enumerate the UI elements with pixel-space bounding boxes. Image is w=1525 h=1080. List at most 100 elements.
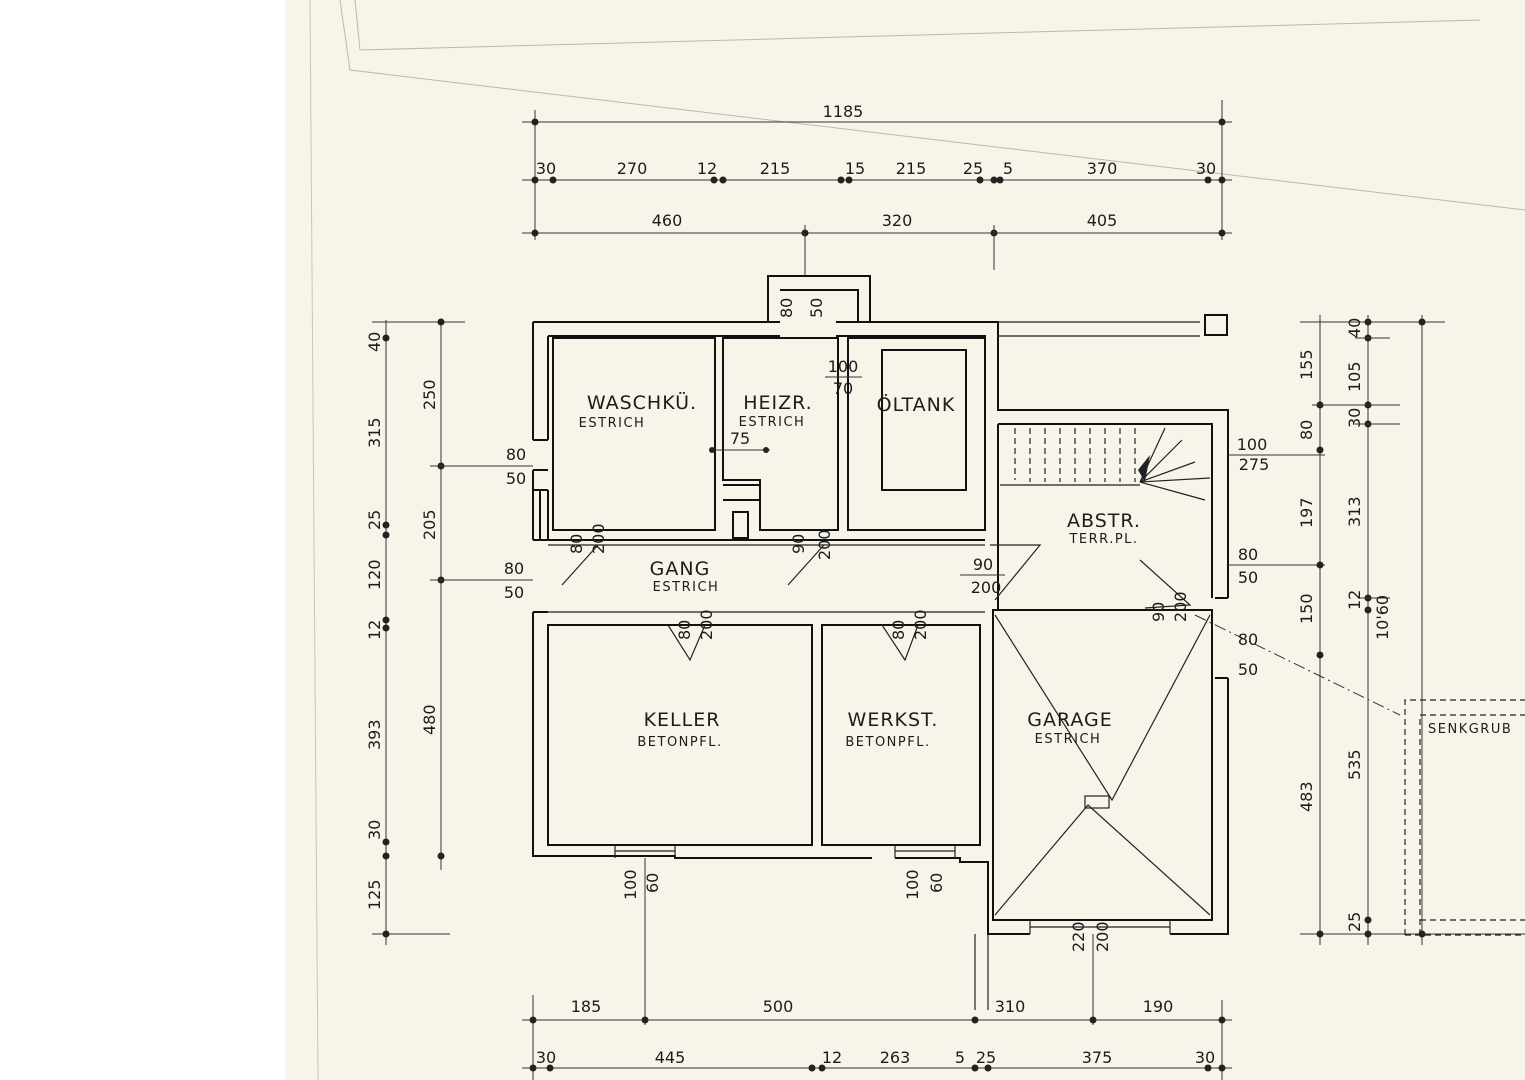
dimension-label: 75 — [730, 429, 750, 448]
dimension-label: 200 — [1093, 921, 1112, 952]
dim-left-inner: 250 205 480 — [420, 379, 439, 735]
overlay-sheet-edge — [339, 0, 1525, 211]
dimension-label: 50 — [504, 583, 524, 602]
top-dimensions — [522, 100, 1232, 275]
dimension-label: 12 — [822, 1048, 842, 1067]
dimension-label: 50 — [1238, 660, 1258, 679]
dimension-label: 215 — [760, 159, 791, 178]
senkgrube — [1404, 699, 1525, 936]
senkgrube-label: SENKGRUB — [1428, 722, 1512, 737]
dim-right-inner: 155 80 197 150 483 — [1297, 349, 1316, 812]
dimension-label: 100 — [828, 357, 859, 376]
walls — [532, 275, 1229, 1010]
dimension-label: 50 — [1238, 568, 1258, 587]
dimension-label: 100 — [1237, 435, 1268, 454]
dimension-label: 80 — [506, 445, 526, 464]
dim-right-total: 10'60 — [1373, 595, 1392, 640]
dimension-label: 90 — [789, 534, 808, 554]
dimension-label: 50 — [506, 469, 526, 488]
dimension-label: 250 — [420, 379, 439, 410]
dim-top-row2: 460 320 405 — [652, 211, 1118, 230]
room-werkst-name: WERKST. — [848, 709, 939, 731]
dimension-label: 215 — [896, 159, 927, 178]
dimension-label: 80 — [777, 298, 796, 318]
dimension-label: 155 — [1297, 349, 1316, 380]
overlay-sheet-edge-inner — [354, 0, 1481, 51]
dimension-label: 150 — [1297, 593, 1316, 624]
dimension-label: 370 — [1087, 159, 1118, 178]
dimension-label: 25 — [1345, 912, 1364, 932]
dim-left-outer: 40 315 25 120 12 393 30 125 — [365, 332, 384, 910]
room-heizr-floor: ESTRICH — [739, 415, 806, 430]
dimension-label: 200 — [971, 578, 1002, 597]
room-waschku-name: WASCHKÜ. — [587, 391, 697, 414]
room-keller-floor: BETONPFL. — [637, 735, 722, 750]
room-heizr-name: HEIZR. — [743, 392, 812, 414]
dim-right-outer: 40 105 30 313 12 535 25 — [1345, 318, 1364, 932]
dimension-label: 5 — [1003, 159, 1013, 178]
dimension-label: 190 — [1143, 997, 1174, 1016]
room-garage-floor: ESTRICH — [1035, 732, 1102, 747]
dimension-label: 263 — [880, 1048, 911, 1067]
dimension-label: 80 — [889, 620, 908, 640]
dimension-label: 320 — [882, 211, 913, 230]
dimension-label: 375 — [1082, 1048, 1113, 1067]
dimension-label: 445 — [655, 1048, 686, 1067]
dimension-label: 12 — [365, 620, 384, 640]
dimension-label: 80 — [1238, 630, 1258, 649]
dimension-label: 205 — [420, 509, 439, 540]
fold-line — [309, 0, 319, 1080]
dimension-label: 90 — [973, 555, 993, 574]
dimension-label: 197 — [1297, 497, 1316, 528]
dimension-label: 405 — [1087, 211, 1118, 230]
dimension-label: 40 — [365, 332, 384, 352]
dimension-label: 60 — [927, 873, 946, 893]
dimension-label: 12 — [1345, 590, 1364, 610]
dimension-label: 120 — [365, 559, 384, 590]
dimension-label: 60 — [643, 873, 662, 893]
dimension-label: 275 — [1239, 455, 1270, 474]
dimension-label: 30 — [1345, 408, 1364, 428]
dimension-label: 200 — [697, 609, 716, 640]
door-swings — [561, 544, 1401, 916]
dimension-label: 200 — [589, 523, 608, 554]
dimension-label: 315 — [365, 417, 384, 448]
room-abstr-floor: TERR.PL. — [1068, 532, 1138, 547]
dimension-label: 80 — [504, 559, 524, 578]
right-dimensions — [1300, 315, 1525, 945]
dimension-label: 200 — [911, 609, 930, 640]
room-waschku-floor: ESTRICH — [579, 416, 646, 431]
dimension-label: 80 — [1297, 420, 1316, 440]
dimension-label: 313 — [1345, 496, 1364, 527]
room-gang-name: GANG — [650, 558, 711, 580]
dimension-label: 50 — [807, 298, 826, 318]
dimension-label: 185 — [571, 997, 602, 1016]
dimension-label: 30 — [536, 159, 556, 178]
dim-top-row1: 30 270 12 215 15 215 25 5 370 30 — [536, 159, 1216, 178]
dimension-label: 500 — [763, 997, 794, 1016]
dimension-label: 200 — [815, 529, 834, 560]
room-abstr-name: ABSTR. — [1067, 510, 1141, 532]
staircase — [1000, 427, 1211, 501]
opening-dims: 80 50 100 70 75 80 50 80 50 80 200 90 20… — [498, 298, 1325, 1025]
dim-bottom-row1: 185 500 310 190 — [571, 997, 1174, 1016]
bottom-dimensions — [522, 995, 1232, 1080]
dimension-label: 40 — [1345, 318, 1364, 338]
dimension-label: 270 — [617, 159, 648, 178]
dimension-label: 393 — [365, 719, 384, 750]
dimension-label: 220 — [1069, 921, 1088, 952]
dimension-label: 70 — [833, 379, 853, 398]
dimension-label: 80 — [567, 534, 586, 554]
dim-bottom-row2: 30 445 12 263 5 25 375 30 — [536, 1048, 1215, 1067]
dimension-label: 200 — [1171, 591, 1190, 622]
dimension-label: 90 — [1149, 602, 1168, 622]
dimension-label: 30 — [536, 1048, 556, 1067]
dimension-label: 100 — [903, 869, 922, 900]
dimension-label: 535 — [1345, 749, 1364, 780]
dimension-label: 100 — [621, 869, 640, 900]
dimension-label: 105 — [1345, 361, 1364, 392]
dimension-label: 310 — [995, 997, 1026, 1016]
dimension-label: 30 — [1196, 159, 1216, 178]
dimension-label: 483 — [1297, 781, 1316, 812]
oil-tank — [881, 349, 967, 491]
